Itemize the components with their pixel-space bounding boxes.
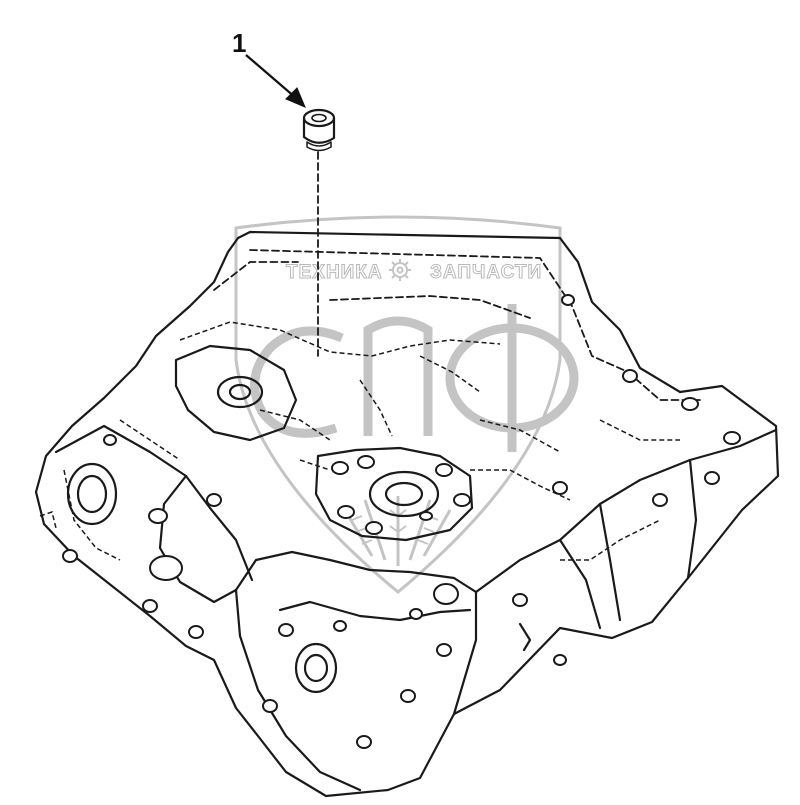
cylinder-head [34, 230, 780, 798]
side-ports [512, 294, 741, 666]
front-ports [62, 434, 222, 639]
watermark-wheat [343, 496, 452, 566]
watermark-left-text: ТЕХНИКА [286, 262, 383, 283]
watermark-right-text: ЗАПЧАСТИ [430, 262, 542, 283]
watermark-monogram-p [363, 316, 433, 436]
watermark-shield [234, 215, 562, 594]
lower-ports [262, 583, 459, 749]
watermark: ТЕХНИКА ЗАПЧАСТИ [234, 215, 579, 594]
callout-leader [245, 54, 306, 108]
gear-icon [389, 259, 411, 281]
callout-number-1: 1 [232, 28, 247, 58]
cover-bolts [331, 455, 471, 535]
watermark-monogram-c [250, 326, 344, 438]
plug [302, 108, 336, 152]
